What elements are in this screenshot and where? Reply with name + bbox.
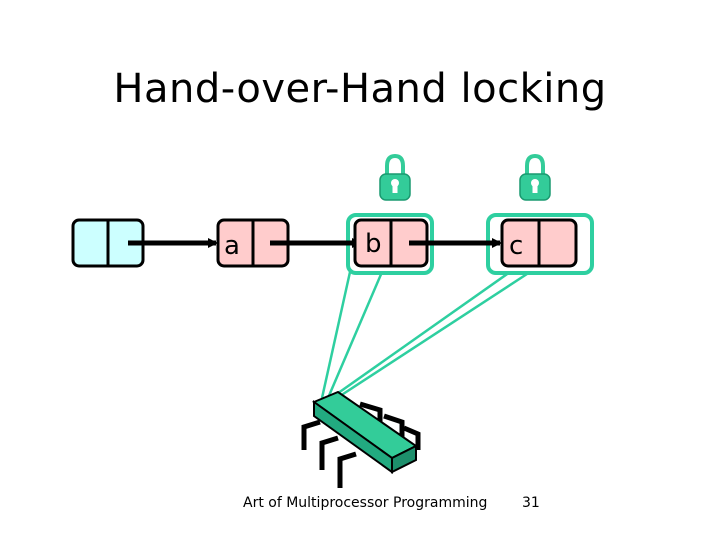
node-label-c: c — [509, 231, 523, 261]
node-label-a: a — [224, 231, 240, 261]
padlock-icon — [380, 156, 410, 200]
node-label-b: b — [365, 229, 382, 259]
padlock-icon — [520, 156, 550, 200]
cpu-chip-icon — [304, 392, 418, 488]
page-number: 31 — [522, 495, 540, 511]
footer-text: Art of Multiprocessor Programming — [243, 495, 487, 511]
thread-lock-lines — [322, 272, 530, 398]
list-node-c: c — [502, 220, 576, 266]
